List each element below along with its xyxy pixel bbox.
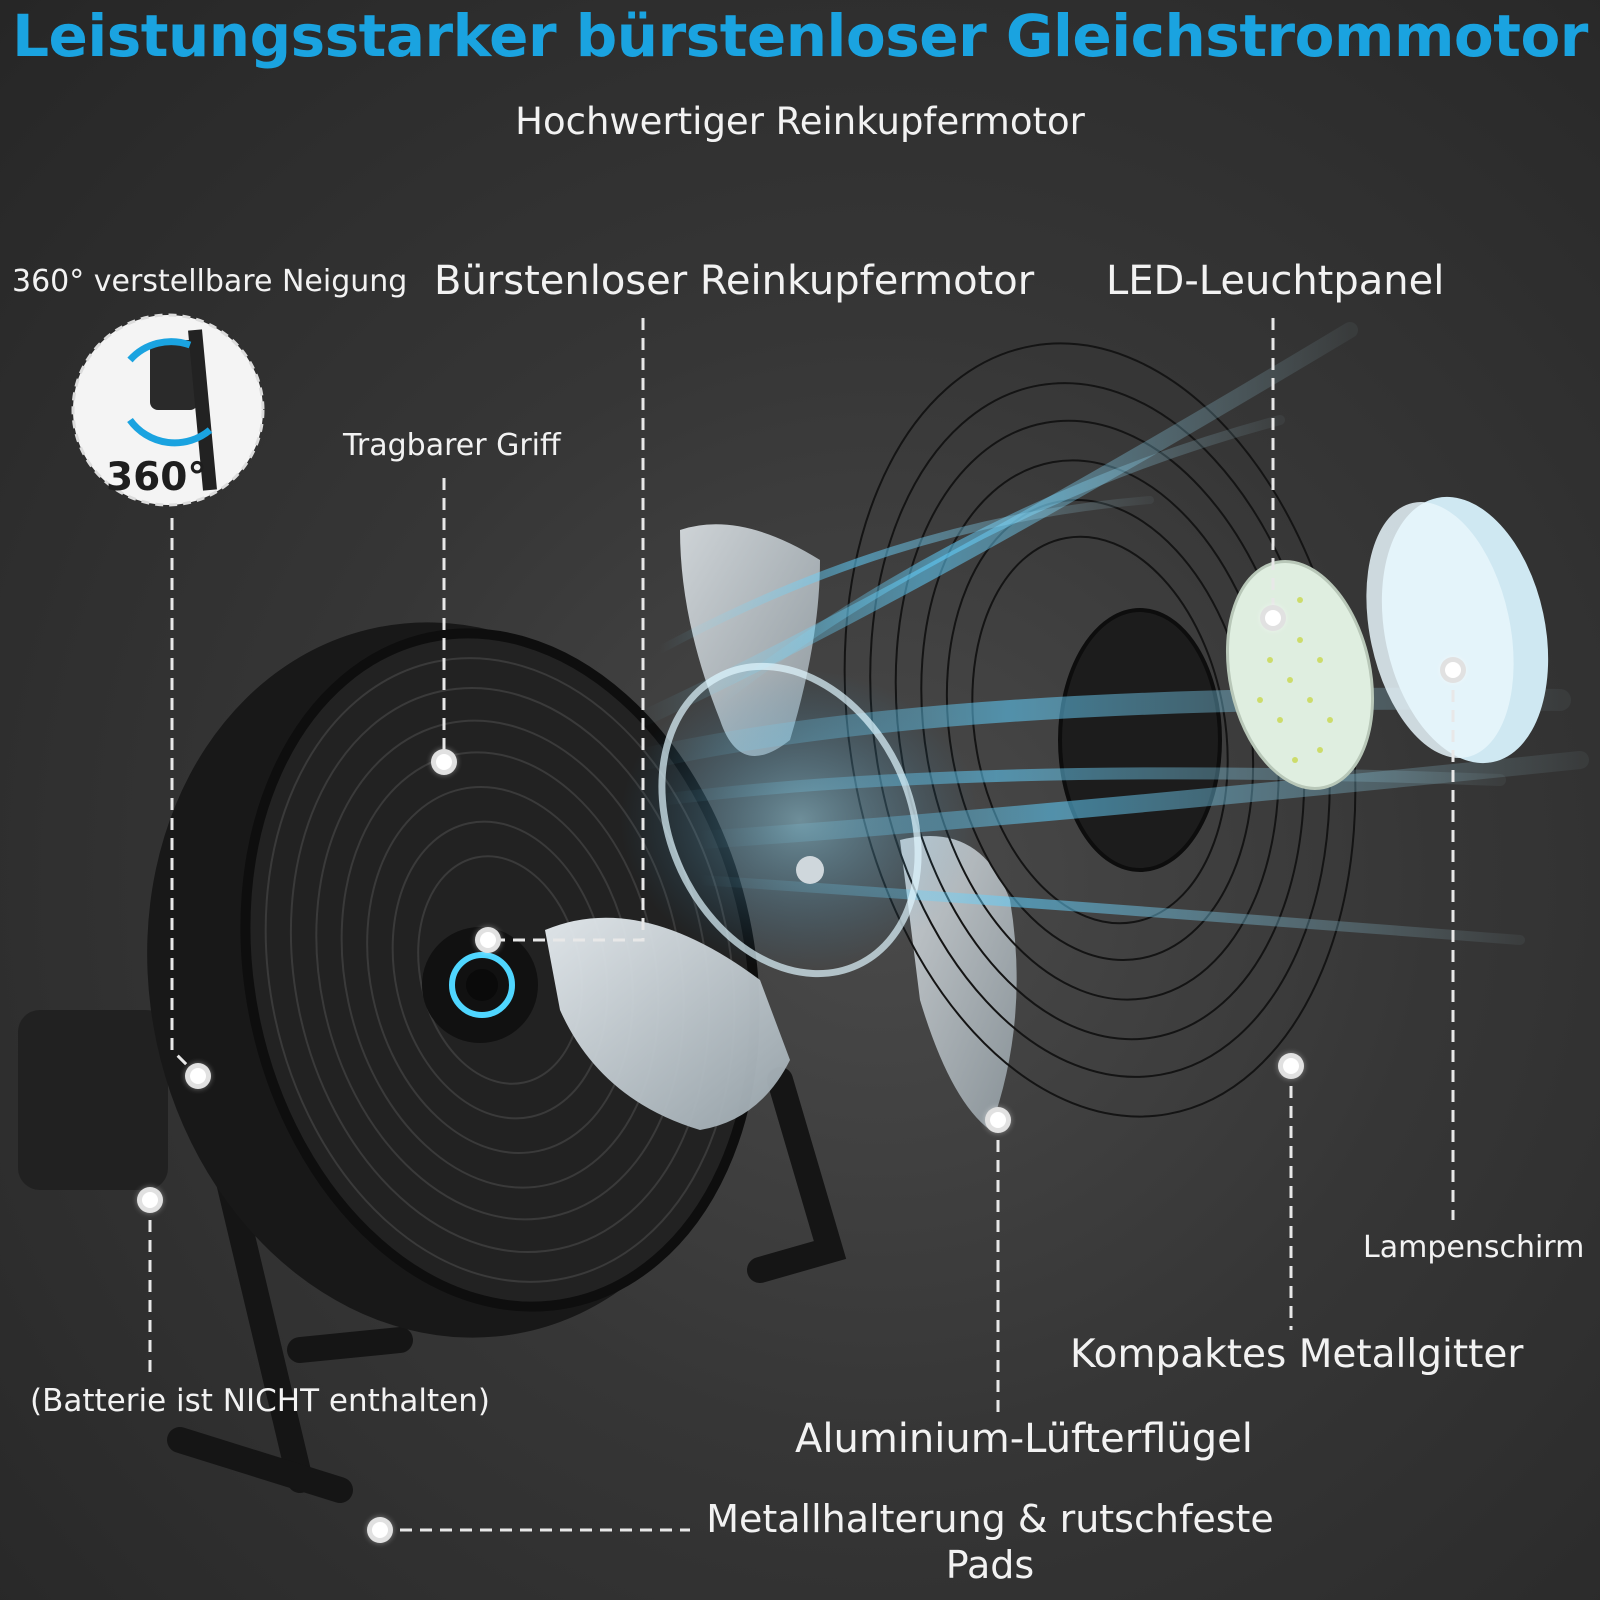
label-blade: Aluminium-Lüfterflügel xyxy=(795,1416,1253,1462)
fan-body xyxy=(147,622,760,1338)
leader-lines xyxy=(148,318,1455,1532)
page-title: Leistungsstarker bürstenloser Gleichstro… xyxy=(12,2,1588,70)
callout-dot-motor xyxy=(475,927,501,953)
page-subtitle: Hochwertiger Reinkupfermotor xyxy=(515,100,1085,143)
battery-pack xyxy=(18,1010,168,1190)
lampshade xyxy=(1366,496,1549,764)
label-motor: Bürstenloser Reinkupfermotor xyxy=(434,258,1035,304)
callout-dot-grid xyxy=(1278,1053,1304,1079)
tilt-badge-text: 360° xyxy=(106,455,207,500)
label-lampshade: Lampenschirm xyxy=(1363,1230,1585,1265)
callout-dot-grip xyxy=(431,749,457,775)
tilt-badge xyxy=(71,313,265,507)
airflow-glow xyxy=(620,670,980,970)
callout-dot-stand xyxy=(367,1517,393,1543)
label-led-panel: LED-Leuchtpanel xyxy=(1106,258,1445,304)
label-tilt: 360° verstellbare Neigung xyxy=(12,264,408,299)
callout-dot-blade xyxy=(985,1107,1011,1133)
callout-dot-tilt xyxy=(185,1063,211,1089)
label-stand: Metallhalterung & rutschfeste Pads xyxy=(706,1497,1274,1587)
callout-dot-battery xyxy=(137,1187,163,1213)
label-grip: Tragbarer Griff xyxy=(343,428,561,463)
label-metal-grid: Kompaktes Metallgitter xyxy=(1070,1332,1524,1377)
callout-dot-lampshade xyxy=(1440,657,1466,683)
label-battery: (Batterie ist NICHT enthalten) xyxy=(30,1383,490,1419)
callout-dot-led xyxy=(1260,605,1286,631)
blade-front xyxy=(545,917,790,1130)
